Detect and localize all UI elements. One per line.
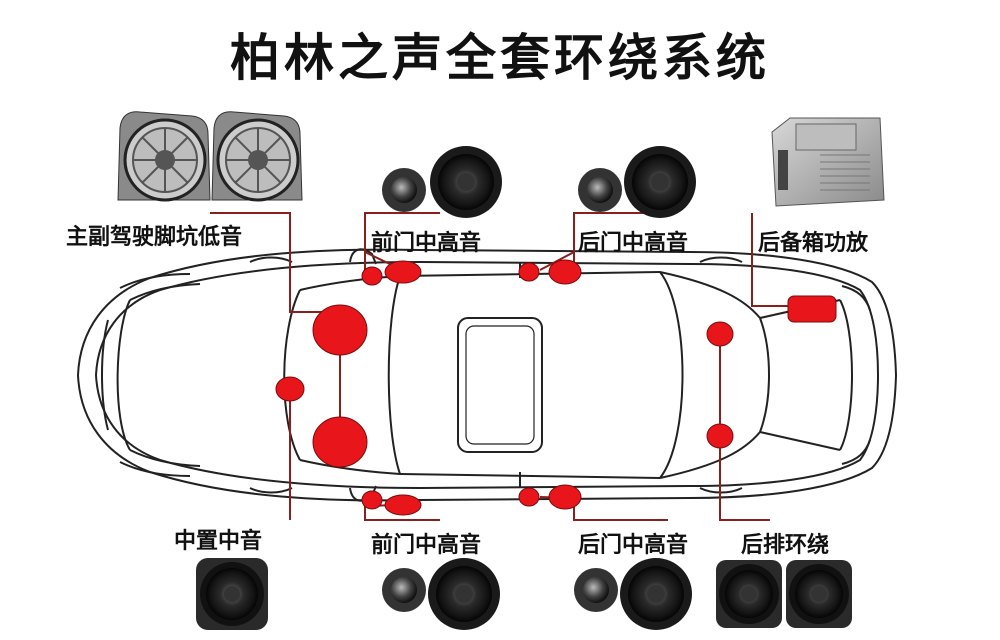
speaker-dot-fl-mid [384, 260, 422, 284]
rear-surround-speakers-image [716, 560, 852, 628]
amp-position [787, 295, 837, 323]
front-door-top-speakers-image [382, 146, 502, 218]
sunroof [457, 317, 543, 453]
label-rear-surround: 后排环绕 [741, 533, 830, 558]
speaker-dot-rl-tweeter [518, 262, 540, 282]
speaker-dot-rr-mid [548, 484, 582, 510]
speaker-dot-fr-mid [384, 494, 422, 516]
label-rear-amp: 后备箱功放 [758, 231, 869, 256]
label-front-door-top: 前门中高音 [371, 231, 482, 256]
page-title: 柏林之声全套环绕系统 [230, 29, 770, 87]
car-outline [76, 248, 898, 502]
center-speaker-image [196, 558, 268, 630]
label-sub-bass: 主副驾驶脚坑低音 [66, 225, 243, 250]
label-center: 中置中音 [174, 529, 263, 554]
label-rear-door-bottom: 后门中高音 [578, 533, 689, 558]
speaker-dot-fr-tweeter [361, 490, 383, 510]
label-rear-door-top: 后门中高音 [578, 231, 689, 256]
speaker-dot-rl-mid [548, 259, 582, 285]
speaker-dot-fl-tweeter [361, 266, 383, 286]
front-door-bottom-speakers-image [382, 558, 500, 630]
amplifier-image [771, 117, 885, 207]
speaker-dot-rear-surround-left [706, 321, 734, 347]
sub-bass-speakers-image [117, 111, 303, 202]
label-front-door-bottom: 前门中高音 [371, 533, 482, 558]
rear-door-top-speakers-image [578, 146, 696, 218]
speaker-dot-rear-surround-right [706, 423, 734, 449]
speaker-dot-sub-left [312, 304, 368, 356]
speaker-dot-rr-tweeter [518, 487, 540, 507]
speaker-dot-sub-right [312, 416, 368, 468]
leader-lines [210, 212, 790, 521]
speaker-positions [275, 259, 837, 516]
speaker-dot-center [275, 376, 305, 402]
rear-door-bottom-speakers-image [574, 558, 692, 630]
